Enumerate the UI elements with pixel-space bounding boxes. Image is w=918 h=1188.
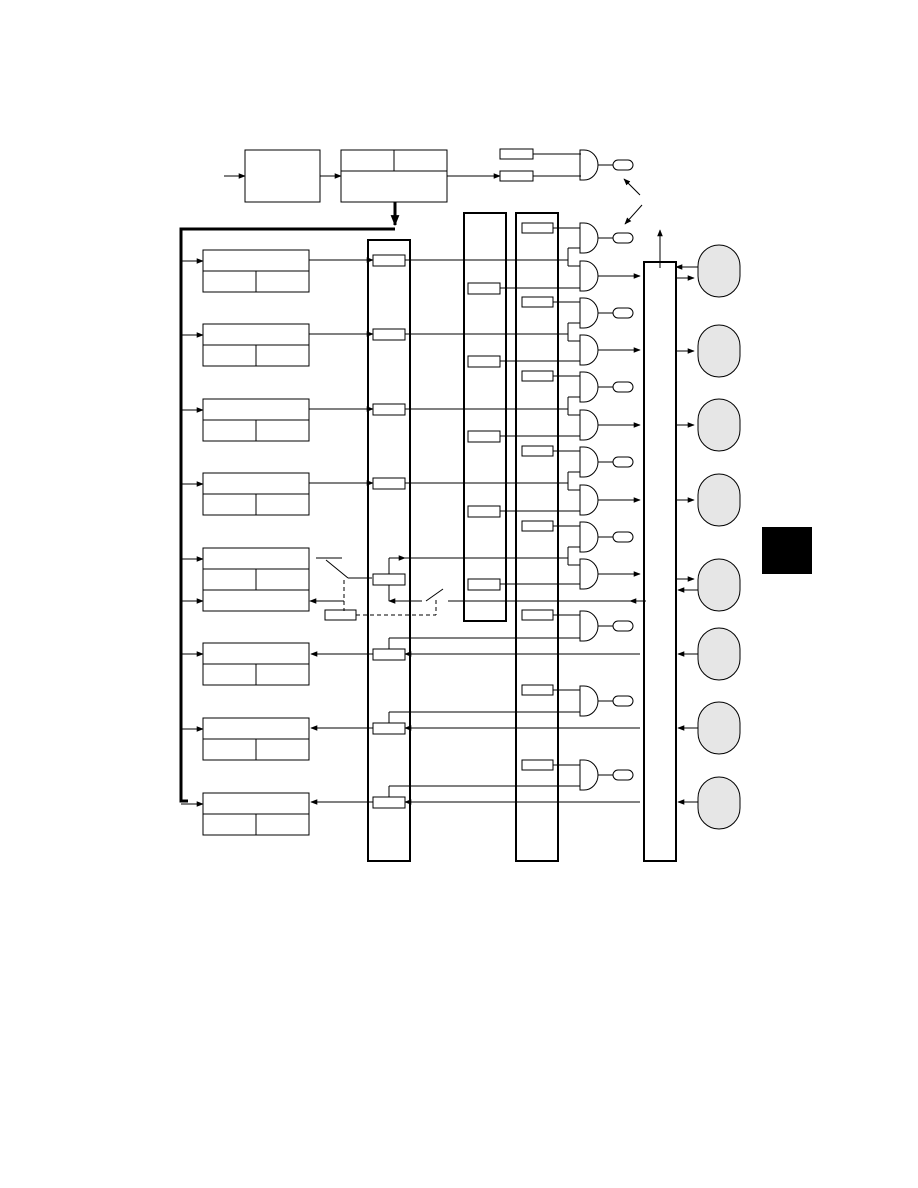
column-c: [515, 212, 559, 862]
column-b: [463, 212, 507, 622]
lower-gate-2: [521, 684, 634, 717]
gate-pair-3: [521, 370, 641, 441]
round-node-5: [697, 558, 741, 612]
left-thick-bus: [179, 227, 395, 803]
input-block: [244, 149, 321, 203]
gate-pair-5: [521, 520, 641, 590]
column-b-latch-5: [467, 578, 501, 591]
top-and-gate: [579, 149, 634, 181]
register-block-7: [181, 717, 310, 761]
column-b-latch-1: [467, 282, 501, 295]
top-register: [340, 149, 448, 203]
register-block-8: [181, 792, 310, 836]
output-pill: [612, 531, 634, 543]
round-node-2: [697, 324, 741, 378]
register-block-6: [181, 642, 310, 686]
output-pill: [612, 456, 634, 468]
output-pill: [612, 695, 634, 707]
column-a-latch-in-3: [372, 796, 406, 809]
register-block-4: [181, 472, 310, 516]
column-b-latch-3: [467, 430, 501, 443]
register-block-2: [181, 323, 310, 367]
top-section: [224, 148, 663, 268]
round-node-7: [697, 701, 741, 755]
gate-pair-2: [521, 296, 641, 366]
round-node-4: [697, 473, 741, 527]
round-node-8: [697, 776, 741, 830]
output-pill: [612, 307, 634, 319]
output-pill: [612, 769, 634, 781]
round-node-1: [697, 244, 741, 298]
gate-pair-1: [521, 222, 641, 292]
column-b-latch-4: [467, 505, 501, 518]
column-b-latch-2: [467, 355, 501, 368]
column-a-latch-in-2: [372, 722, 406, 735]
output-pill: [612, 620, 634, 632]
section-tab-marker: [762, 527, 812, 574]
column-a-latch-2: [372, 328, 406, 341]
column-a-latch-1: [372, 254, 406, 267]
register-sub-block: [202, 589, 310, 612]
round-node-6: [697, 627, 741, 681]
round-node-3: [697, 398, 741, 452]
lower-gate-1: [521, 609, 634, 642]
gate-pair-4: [521, 445, 641, 516]
lower-gate-3: [521, 759, 634, 791]
column-d: [643, 261, 677, 862]
vertical-columns: [367, 212, 677, 862]
register-block-3: [181, 398, 310, 442]
column-a-latch-4: [372, 477, 406, 490]
column-a-latch-in-1: [372, 648, 406, 661]
column-a: [367, 239, 411, 862]
output-pill: [612, 381, 634, 393]
register-block-5: [181, 547, 310, 591]
output-pill: [612, 232, 634, 244]
switch-section: [309, 555, 646, 621]
register-block-1: [181, 249, 310, 293]
column-a-latch-3: [372, 403, 406, 416]
